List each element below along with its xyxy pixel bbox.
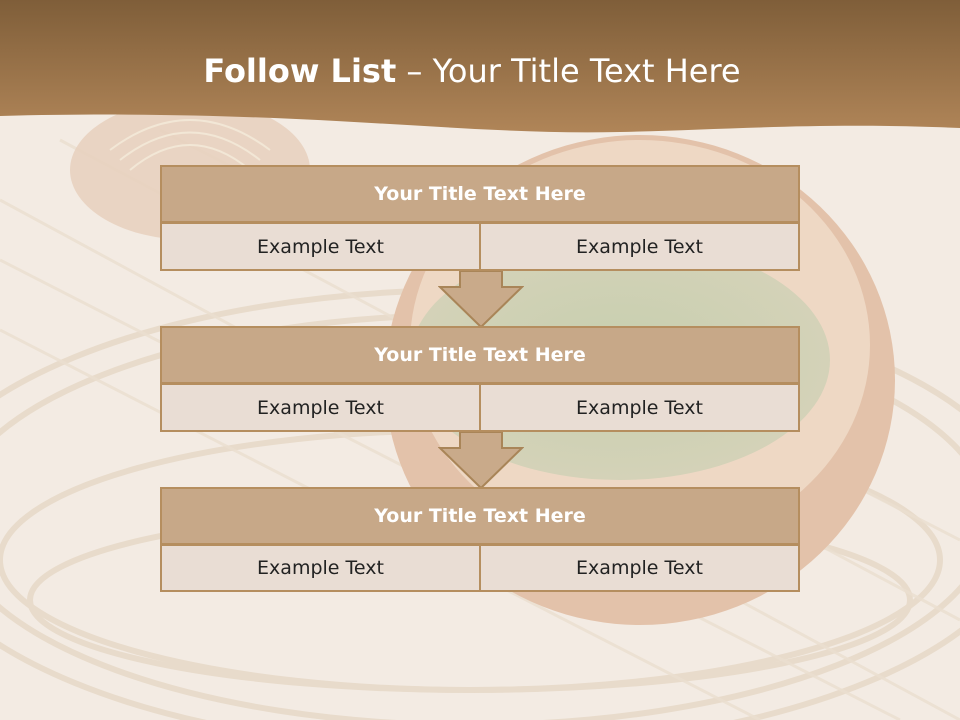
slide-title: Follow List – Your Title Text Here [0, 52, 944, 90]
block-title: Your Title Text Here [160, 326, 800, 384]
block-title: Your Title Text Here [160, 487, 800, 545]
down-arrow-icon [438, 271, 524, 327]
block-cell-left: Example Text [160, 222, 481, 271]
slide-title-bold: Follow List [203, 52, 397, 90]
block-title: Your Title Text Here [160, 165, 800, 223]
block-cell-right: Example Text [479, 544, 800, 592]
down-arrow-icon [438, 432, 524, 488]
block-cell-left: Example Text [160, 544, 481, 592]
block-cell-right: Example Text [479, 383, 800, 432]
block-cell-left: Example Text [160, 383, 481, 432]
slide-title-rest: Your Title Text Here [432, 52, 741, 90]
slide-title-separator: – [396, 52, 433, 90]
block-cell-right: Example Text [479, 222, 800, 271]
